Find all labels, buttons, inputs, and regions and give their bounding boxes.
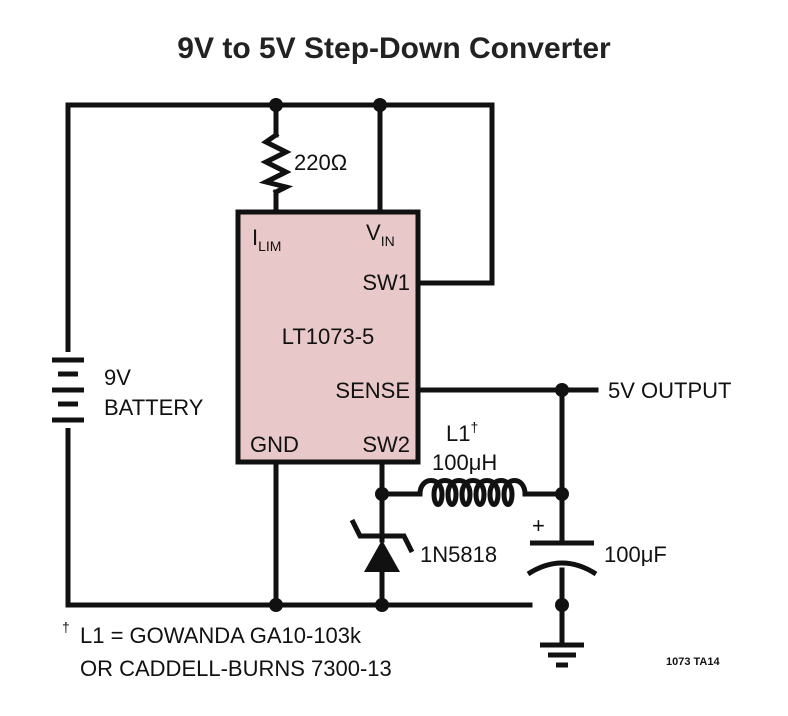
pin-vin-label: VIN bbox=[366, 220, 395, 249]
footnote-dagger: † bbox=[62, 619, 70, 635]
junction-dot bbox=[555, 598, 569, 612]
resistor-zigzag bbox=[258, 131, 294, 196]
output-label: 5V OUTPUT bbox=[608, 378, 731, 403]
battery-voltage-label: 9V bbox=[104, 365, 131, 390]
pin-vin-sub: IN bbox=[381, 233, 395, 249]
capacitor-value-label: 100μF bbox=[604, 542, 667, 567]
pin-gnd-label: GND bbox=[250, 432, 299, 457]
footnote: † L1 = GOWANDA GA10-103k OR CADDELL-BURN… bbox=[62, 619, 392, 681]
diagram-title: 9V to 5V Step-Down Converter bbox=[177, 32, 611, 65]
junction-dot bbox=[555, 487, 569, 501]
pin-sw1-label: SW1 bbox=[362, 270, 410, 295]
capacitor-plate-negative bbox=[526, 560, 598, 577]
inductor-l1: L1† 100μH bbox=[417, 419, 528, 507]
chip-part-number: LT1073-5 bbox=[282, 324, 375, 349]
pin-sw2-label: SW2 bbox=[362, 432, 410, 457]
pin-ilim-sub: LIM bbox=[258, 238, 281, 254]
battery-name-label: BATTERY bbox=[104, 395, 204, 420]
junction-dots bbox=[269, 98, 569, 612]
junction-dot bbox=[269, 98, 283, 112]
figure-id: 1073 TA14 bbox=[666, 656, 720, 668]
inductor-dagger: † bbox=[470, 419, 478, 435]
capacitor-100uf: + 100μF bbox=[526, 513, 667, 577]
pin-vin-main: V bbox=[366, 220, 381, 245]
junction-dot bbox=[373, 98, 387, 112]
diode-1n5818: 1N5818 bbox=[349, 518, 497, 572]
inductor-coil bbox=[417, 478, 528, 507]
footnote-line-1: L1 = GOWANDA GA10-103k bbox=[80, 623, 362, 648]
diode-cathode-bar bbox=[349, 518, 415, 554]
inductor-ref-label: L1† bbox=[446, 419, 478, 446]
pin-ilim-label: ILIM bbox=[252, 225, 281, 254]
resistor-220: 220Ω bbox=[258, 131, 347, 196]
capacitor-polarity-mark: + bbox=[532, 513, 545, 538]
inductor-value-label: 100μH bbox=[432, 450, 497, 475]
pin-ilim-main: I bbox=[252, 225, 258, 250]
diode-triangle bbox=[364, 540, 400, 572]
ic-chip: ILIM VIN SW1 LT1073-5 SENSE GND SW2 bbox=[235, 209, 421, 465]
footnote-line-2: OR CADDELL-BURNS 7300-13 bbox=[80, 656, 392, 681]
inductor-ref: L1 bbox=[446, 421, 470, 446]
battery-9v: 9V BATTERY bbox=[52, 352, 204, 428]
junction-dot bbox=[375, 598, 389, 612]
diode-part-label: 1N5818 bbox=[420, 542, 497, 567]
junction-dot bbox=[375, 487, 389, 501]
junction-dot bbox=[555, 383, 569, 397]
chip-body bbox=[235, 209, 421, 465]
pin-sense-label: SENSE bbox=[335, 378, 410, 403]
resistor-value-label: 220Ω bbox=[294, 150, 347, 175]
junction-dot bbox=[269, 598, 283, 612]
ground-symbol bbox=[540, 642, 584, 668]
